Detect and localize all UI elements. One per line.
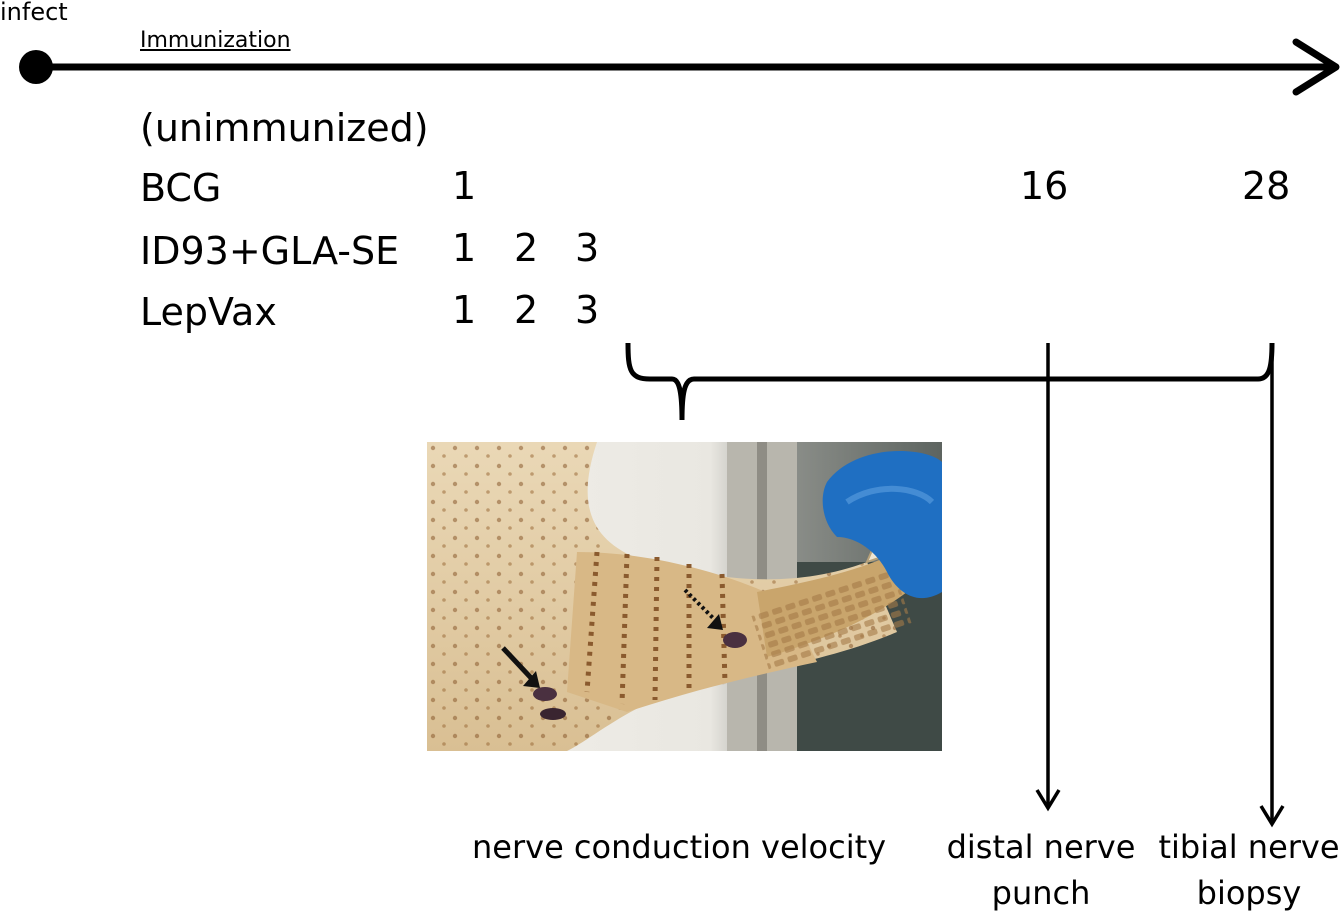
lepvax-timepoint: 1 <box>452 288 477 332</box>
bcg-timepoint: 1 <box>452 164 477 208</box>
bcg-timepoint: 28 <box>1242 164 1291 208</box>
tibial-biopsy-line2: biopsy <box>1196 874 1302 913</box>
group-unimmunized: (unimmunized) <box>140 106 429 150</box>
group-lepvax: LepVax <box>140 290 277 334</box>
group-id93: ID93+GLA-SE <box>140 229 400 273</box>
immunization-label: Immunization <box>140 28 291 53</box>
bcg-timepoint: 16 <box>1020 164 1069 208</box>
distal-punch-line1: distal nerve <box>946 828 1136 866</box>
infect-label: infect <box>0 0 68 26</box>
id93-timepoint: 1 <box>452 226 477 270</box>
group-bcg: BCG <box>140 166 222 210</box>
tibial-biopsy-line1: tibial nerve <box>1158 828 1340 866</box>
timeline-arrowhead <box>1292 38 1340 96</box>
distal-punch-arrowhead <box>1035 789 1061 812</box>
tibial-biopsy-arrowhead <box>1259 805 1285 828</box>
id93-timepoint: 2 <box>514 226 539 270</box>
armadillo-limb-photo <box>427 442 942 751</box>
lepvax-timepoint: 3 <box>575 288 600 332</box>
lepvax-timepoint: 2 <box>514 288 539 332</box>
nerve-conduction-brace <box>625 342 1275 421</box>
id93-timepoint: 3 <box>575 226 600 270</box>
distal-punch-label: distal nerve punch <box>946 824 1136 917</box>
tibial-biopsy-label: tibial nerve biopsy <box>1156 824 1342 917</box>
nerve-conduction-label: nerve conduction velocity <box>472 828 887 866</box>
distal-punch-line2: punch <box>991 874 1091 913</box>
